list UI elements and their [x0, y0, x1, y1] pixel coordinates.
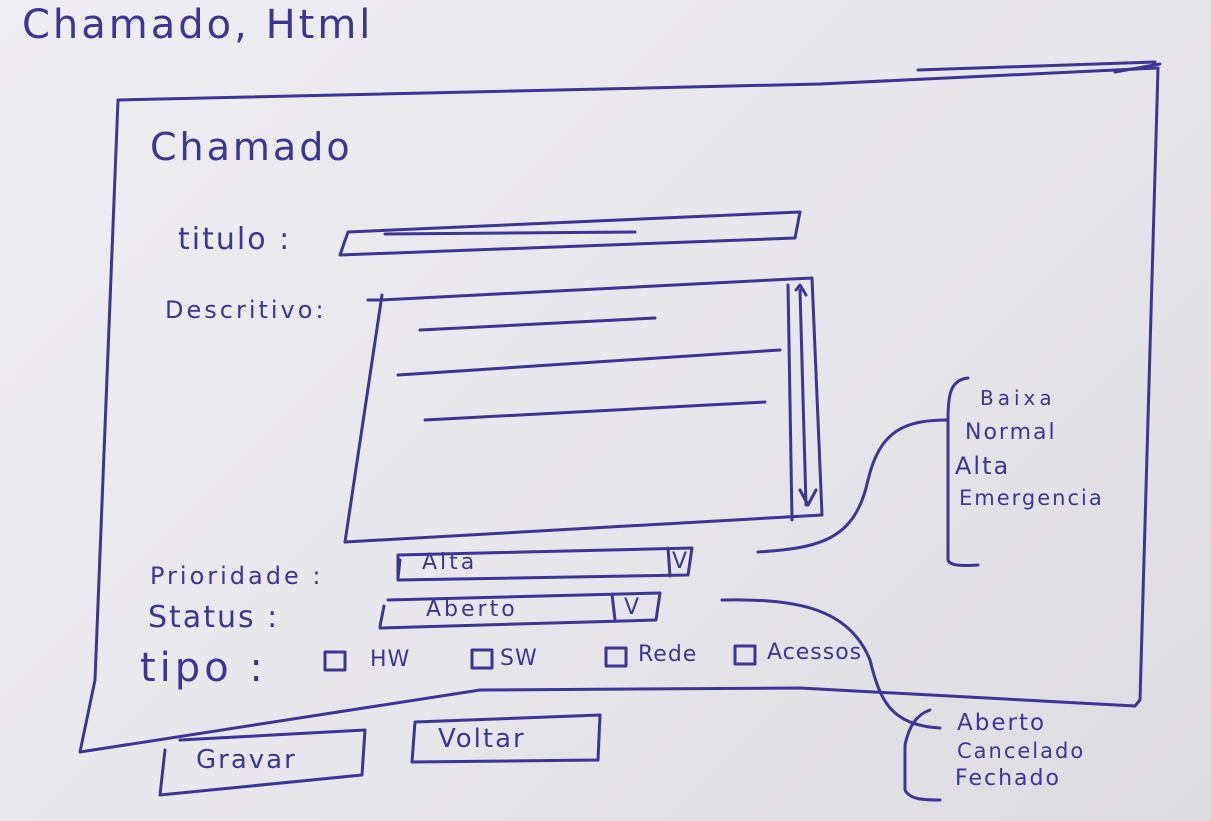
note-prioridade-option: Emergencia — [959, 486, 1104, 510]
descritivo-label: Descritivo: — [165, 296, 327, 324]
voltar-button-box — [410, 713, 602, 764]
file-title: Chamado, Html — [22, 2, 374, 48]
descritivo-textarea-box — [343, 276, 824, 544]
note-status-option: Aberto — [957, 710, 1047, 736]
status-label: Status : — [148, 600, 280, 635]
status-annotation-bracket — [903, 708, 942, 802]
tipo-option-label: SW — [500, 646, 538, 671]
titulo-label: titulo : — [178, 222, 292, 257]
titulo-input[interactable] — [350, 215, 795, 251]
status-annotation-line — [720, 598, 942, 730]
tipo-option-label: Acessos — [767, 640, 863, 665]
prioridade-options-note: Baixa Normal Alta Emergencia — [955, 388, 1145, 509]
gravar-button[interactable]: Gravar — [168, 735, 360, 785]
note-status-option: Cancelado — [957, 739, 1086, 763]
descritivo-textarea[interactable] — [385, 300, 785, 530]
chevron-down-icon: V — [624, 595, 643, 620]
tipo-option-hw[interactable]: HW — [320, 646, 440, 676]
checkbox-sw — [470, 648, 494, 670]
note-prioridade-option: Alta — [955, 452, 1011, 480]
prioridade-value: Alta — [422, 550, 478, 575]
voltar-button-label: Voltar — [438, 724, 526, 754]
note-prioridade-option: Baixa — [980, 386, 1056, 410]
note-status-option: Fechado — [955, 766, 1061, 791]
tipo-label: tipo : — [140, 645, 267, 691]
checkbox-rede — [604, 646, 628, 668]
gravar-button-label: Gravar — [196, 745, 297, 775]
window-frame-corner — [916, 60, 1162, 74]
note-prioridade-option: Normal — [965, 420, 1057, 445]
checkbox-acessos — [733, 644, 757, 666]
prioridade-select[interactable]: Alta V — [400, 549, 692, 580]
prioridade-label: Prioridade : — [150, 562, 324, 590]
status-value: Aberto — [426, 597, 518, 622]
form-title: Chamado — [150, 125, 353, 169]
tipo-option-label: Rede — [638, 642, 698, 667]
chevron-down-icon: V — [672, 549, 691, 574]
status-select-box — [378, 591, 662, 630]
status-options-note: Aberto Cancelado Fechado — [945, 712, 1145, 790]
prioridade-annotation-line — [756, 418, 950, 554]
titulo-input-box — [338, 210, 802, 257]
tipo-option-sw[interactable]: SW — [468, 644, 588, 674]
tipo-option-label: HW — [370, 647, 411, 672]
checkbox-hw — [323, 650, 347, 672]
tipo-option-acessos[interactable]: Acessos — [731, 640, 881, 670]
window-frame — [78, 66, 1160, 754]
tipo-option-rede[interactable]: Rede — [602, 642, 722, 672]
prioridade-select-box — [396, 546, 694, 582]
voltar-button[interactable]: Voltar — [414, 718, 598, 762]
status-select[interactable]: Aberto V — [384, 595, 658, 626]
prioridade-annotation-bracket — [946, 376, 980, 567]
gravar-button-box — [158, 728, 367, 797]
textarea-scrollbar — [786, 283, 818, 522]
